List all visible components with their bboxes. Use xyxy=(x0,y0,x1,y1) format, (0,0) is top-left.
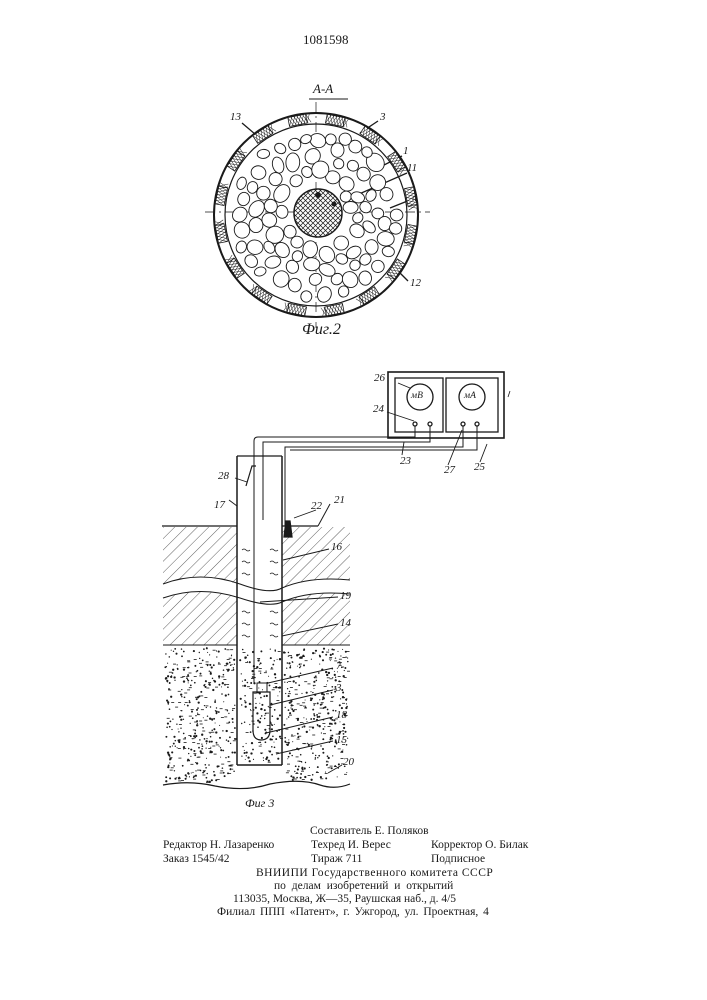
fig3-label-18: 18 xyxy=(336,710,347,721)
fig3-label-19: 19 xyxy=(340,591,351,602)
corrector: Корректор О. Билак xyxy=(431,840,528,852)
fig3-label-22: 22 xyxy=(311,501,322,512)
print-run: Тираж 711 xyxy=(311,854,362,866)
compiler: Составитель Е. Поляков xyxy=(310,826,429,838)
fig3-label-20: 20 xyxy=(343,757,354,768)
subscription: Подписное xyxy=(431,854,485,866)
fig3-label-24: 24 xyxy=(373,404,384,415)
address: 113035, Москва, Ж—35, Раушская наб., д. … xyxy=(233,894,456,906)
vniipi: ВНИИПИ Государственного комитета СССР xyxy=(256,868,493,880)
fig3-label-27: 27 xyxy=(444,465,455,476)
fig3-label-15: 15 xyxy=(336,735,347,746)
meter-mv-label: мВ xyxy=(411,392,423,402)
fig3-label-16: 16 xyxy=(331,542,342,553)
branch: Филиал ППП «Патент», г. Ужгород, ул. Про… xyxy=(217,907,489,919)
affairs: по делам изобретений и открытий xyxy=(274,881,453,893)
meter-ma-label: мА xyxy=(464,392,476,402)
order: Заказ 1545/42 xyxy=(163,854,230,866)
fig3-label-28: 28 xyxy=(218,471,229,482)
fig3-label-3: 3 xyxy=(336,683,342,694)
fig3-label-26: 26 xyxy=(374,373,385,384)
fig3-label-14: 14 xyxy=(340,618,351,629)
fig3-label-23: 23 xyxy=(400,456,411,467)
editor: Редактор Н. Лазаренко xyxy=(163,840,274,852)
fig3-caption: Фиг 3 xyxy=(245,797,274,809)
fig3-label-21: 21 xyxy=(334,495,345,506)
fig3-label-7: 7 xyxy=(336,661,342,672)
techred: Техред И. Верес xyxy=(311,840,391,852)
fig3-label-17: 17 xyxy=(214,500,225,511)
fig3-label-25: 25 xyxy=(474,462,485,473)
